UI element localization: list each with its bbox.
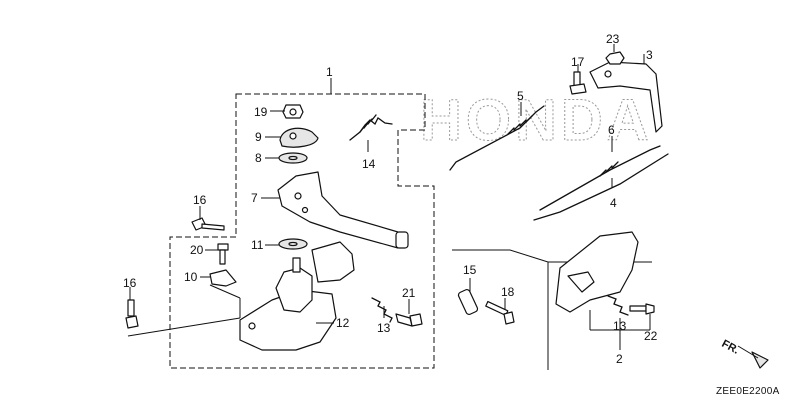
- front-arrow-icon: [737, 345, 769, 369]
- callout-16-upper: 16: [193, 193, 207, 207]
- part-4-rod: [533, 153, 669, 221]
- part-11-washer: [278, 238, 308, 250]
- callout-16-lower: 16: [123, 276, 137, 290]
- callout-9: 9: [255, 130, 262, 144]
- part-21-bolt: [395, 313, 423, 327]
- callout-15: 15: [463, 263, 477, 277]
- callout-5: 5: [517, 89, 524, 103]
- part-19-nut: [282, 104, 304, 119]
- part-15-collar: [457, 288, 479, 316]
- callout-13-right: 13: [613, 319, 627, 333]
- part-5-rod: [449, 105, 545, 171]
- part-3-bracket: [589, 61, 663, 133]
- callout-17: 17: [571, 55, 585, 69]
- callout-12: 12: [336, 316, 350, 330]
- part-23-nut: [605, 51, 625, 65]
- callout-23: 23: [606, 32, 620, 46]
- diagram-code: ZEE0E2200A: [716, 386, 780, 397]
- leader-lines: [127, 44, 651, 350]
- part-13-spring-right: [607, 295, 629, 316]
- part-18-screw: [485, 300, 515, 325]
- honda-watermark: HONDA: [420, 88, 653, 154]
- part-22-bolt: [629, 303, 655, 315]
- callout-19: 19: [254, 105, 268, 119]
- part-8-washer: [278, 152, 308, 164]
- callouts: 1 2 3 4 5 6 7 8 9 11 10 12 13 13 14 15 1…: [123, 32, 658, 366]
- callout-10: 10: [184, 270, 198, 284]
- callout-13-left: 13: [377, 321, 391, 335]
- callout-11: 11: [251, 238, 264, 252]
- callout-6: 6: [608, 123, 615, 137]
- part-9-plate: [279, 127, 319, 148]
- part-13-spring-left: [371, 297, 393, 323]
- callout-21: 21: [402, 286, 416, 300]
- part-2-bracket: [555, 231, 639, 313]
- part-7-lever: [277, 171, 409, 249]
- callout-18: 18: [501, 285, 515, 299]
- callout-7: 7: [251, 191, 258, 205]
- part-20-screw: [217, 243, 229, 265]
- part-16-bolt-upper: [191, 217, 225, 231]
- front-direction-label: FR.: [720, 338, 741, 357]
- callout-4: 4: [610, 196, 617, 210]
- part-14-spring: [349, 114, 393, 141]
- part-12-base: [239, 241, 355, 351]
- assembly-1-outline: [169, 93, 435, 369]
- callout-8: 8: [255, 151, 262, 165]
- callout-1: 1: [326, 65, 333, 79]
- part-16-bolt-lower: [125, 299, 139, 329]
- part-10-clip: [209, 269, 237, 287]
- part-17-bolt: [569, 71, 587, 95]
- callout-20: 20: [190, 243, 204, 257]
- callout-14: 14: [362, 157, 376, 171]
- callout-3: 3: [646, 48, 653, 62]
- svg-text:HONDA: HONDA: [420, 88, 653, 153]
- part-6-rod: [539, 145, 661, 211]
- callout-22: 22: [644, 329, 658, 343]
- callout-2: 2: [616, 352, 623, 366]
